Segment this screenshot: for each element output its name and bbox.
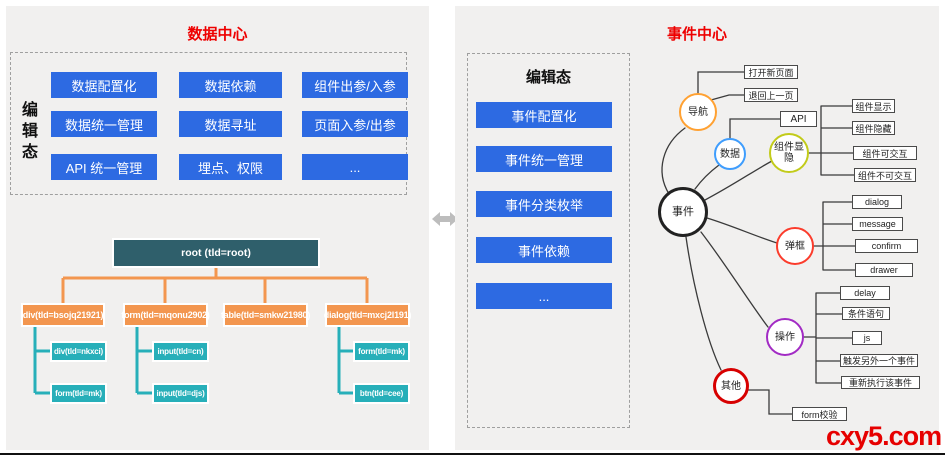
leaf-message: message [852, 217, 903, 231]
leaf-comp-interactive: 组件可交互 [853, 146, 917, 160]
tree-node-form-mk-b: form(tld=mk) [353, 341, 410, 362]
chip-tracking-permission: 埋点、权限 [179, 154, 282, 180]
chip-data-configurable: 数据配置化 [51, 72, 157, 98]
data-editor-state-label: 编辑态 [21, 102, 38, 161]
event-center-title: 事件中心 [666, 26, 727, 43]
event-editor-state-label: 编辑态 [525, 69, 571, 86]
leaf-back-prev-page: 退回上一页 [744, 88, 798, 102]
leaf-open-new-page: 打开新页面 [744, 65, 798, 79]
leaf-api: API [780, 111, 817, 127]
leaf-comp-non-interactive: 组件不可交互 [854, 168, 916, 182]
chip-event-category-enum: 事件分类枚举 [476, 191, 612, 217]
tree-root-node: root (tld=root) [112, 238, 320, 268]
tree-node-table-smkw: table(tld=smkw21980) [221, 303, 310, 327]
tree-node-btn-cee: btn(tld=cee) [353, 383, 410, 404]
chip-component-io-params: 组件出参/入参 [302, 72, 408, 98]
leaf-condition-statement: 条件语句 [842, 307, 890, 320]
leaf-comp-show: 组件显示 [852, 99, 895, 113]
chip-event-more: ... [476, 283, 612, 309]
chip-data-more: ... [302, 154, 408, 180]
mindmap-branch-other: 其他 [713, 368, 749, 404]
event-editor-state-box: 编辑态 [467, 53, 630, 428]
leaf-dialog: dialog [852, 195, 902, 209]
tree-node-input-cn: input(tld=cn) [152, 341, 209, 362]
mindmap-branch-visibility: 组件显隐 [769, 133, 809, 173]
leaf-confirm: confirm [855, 239, 918, 253]
chip-page-io-params: 页面入参/出参 [302, 111, 408, 137]
leaf-js: js [852, 331, 882, 345]
tree-node-form-mk-a: form(tld=mk) [50, 383, 107, 404]
leaf-trigger-other-event: 触发另外一个事件 [840, 354, 918, 367]
chip-event-configurable: 事件配置化 [476, 102, 612, 128]
chip-data-dependency: 数据依赖 [179, 72, 282, 98]
mindmap-branch-action: 操作 [766, 318, 804, 356]
chip-data-addressing: 数据寻址 [179, 111, 282, 137]
leaf-form-validate: form校验 [792, 407, 847, 421]
data-center-title: 数据中心 [187, 26, 248, 43]
chip-api-unified-mgmt: API 统一管理 [51, 154, 157, 180]
leaf-drawer: drawer [855, 263, 913, 277]
chip-event-dependency: 事件依赖 [476, 237, 612, 263]
data-center-panel: 数据中心 编辑态 数据配置化 数据依赖 组件出参/入参 数据统一管理 数据寻址 … [6, 6, 429, 450]
tree-node-div-nkxci: div(tld=nkxci) [50, 341, 107, 362]
tree-node-input-djs: input(tld=djs) [152, 383, 209, 404]
chip-data-unified-mgmt: 数据统一管理 [51, 111, 157, 137]
leaf-rerun-event: 重新执行该事件 [841, 376, 920, 389]
leaf-delay: delay [840, 286, 890, 300]
tree-node-form-mqonu: form(tld=mqonu2902) [121, 303, 210, 327]
mindmap-connector-lines [661, 71, 856, 415]
mindmap-branch-navigation: 导航 [679, 93, 717, 131]
tree-node-div-bsojq: div(tld=bsojq21921) [21, 303, 105, 327]
event-center-panel: 事件中心 编辑态 事件配置化 事件统一管理 事件分类枚举 事件依赖 ... [455, 6, 939, 450]
bottom-rule [0, 453, 945, 455]
chip-event-unified-mgmt: 事件统一管理 [476, 146, 612, 172]
tree-node-dialog-mxcj: dialog(tld=mxcj2l191) [324, 303, 411, 327]
swap-arrow-icon [432, 212, 458, 226]
mindmap-branch-modal: 弹框 [776, 227, 814, 265]
mindmap-center-event: 事件 [658, 187, 708, 237]
watermark-text: cxy5.com [826, 421, 942, 451]
leaf-comp-hide: 组件隐藏 [852, 121, 895, 135]
tree-connector-lines [33, 268, 369, 395]
mindmap-branch-data: 数据 [714, 138, 746, 170]
